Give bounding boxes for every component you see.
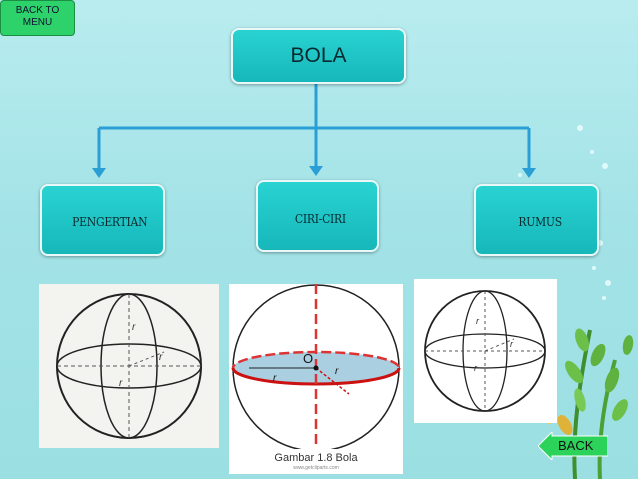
sphere-image-2: O r r Gambar 1.8 Bola www.getcliparts.co… bbox=[229, 284, 403, 474]
back-button-label: BACK bbox=[558, 438, 594, 453]
sphere1-radius-label-bottom: r bbox=[119, 378, 123, 389]
sphere1-radius-label-right: r bbox=[159, 352, 163, 363]
node-pengertian[interactable]: PENGERTIAN bbox=[40, 184, 165, 256]
sphere2-radius-label-right: r bbox=[335, 366, 339, 377]
node-pengertian-label: PENGERTIAN bbox=[72, 215, 148, 229]
sphere-image-3: r r r bbox=[414, 279, 557, 423]
back-to-menu-button[interactable]: BACK TO MENU bbox=[0, 0, 75, 36]
sphere-image-1: r r r bbox=[39, 284, 219, 448]
root-node-bola[interactable]: BOLA bbox=[231, 28, 406, 84]
back-to-menu-label-line2: MENU bbox=[22, 17, 53, 28]
root-node-label: BOLA bbox=[290, 44, 347, 67]
sphere3-radius-label-top: r bbox=[476, 316, 480, 326]
sphere2-watermark: www.getcliparts.com bbox=[293, 465, 339, 471]
sphere1-radius-label-top: r bbox=[132, 322, 136, 333]
node-rumus[interactable]: RUMUS bbox=[474, 184, 599, 256]
node-ciri-ciri[interactable]: CIRI-CIRI bbox=[256, 180, 379, 252]
sphere3-radius-label-bottom: r bbox=[474, 363, 478, 373]
back-button[interactable]: BACK bbox=[537, 430, 609, 462]
back-to-menu-label-line1: BACK TO bbox=[15, 5, 60, 16]
sphere3-radius-label-right: r bbox=[510, 339, 514, 349]
node-rumus-label: RUMUS bbox=[518, 215, 562, 229]
node-ciri-ciri-label: CIRI-CIRI bbox=[294, 212, 346, 226]
sphere2-caption: Gambar 1.8 Bola bbox=[274, 452, 358, 464]
sphere2-center-label: O bbox=[303, 351, 313, 366]
sphere2-radius-label-left: r bbox=[273, 373, 277, 384]
